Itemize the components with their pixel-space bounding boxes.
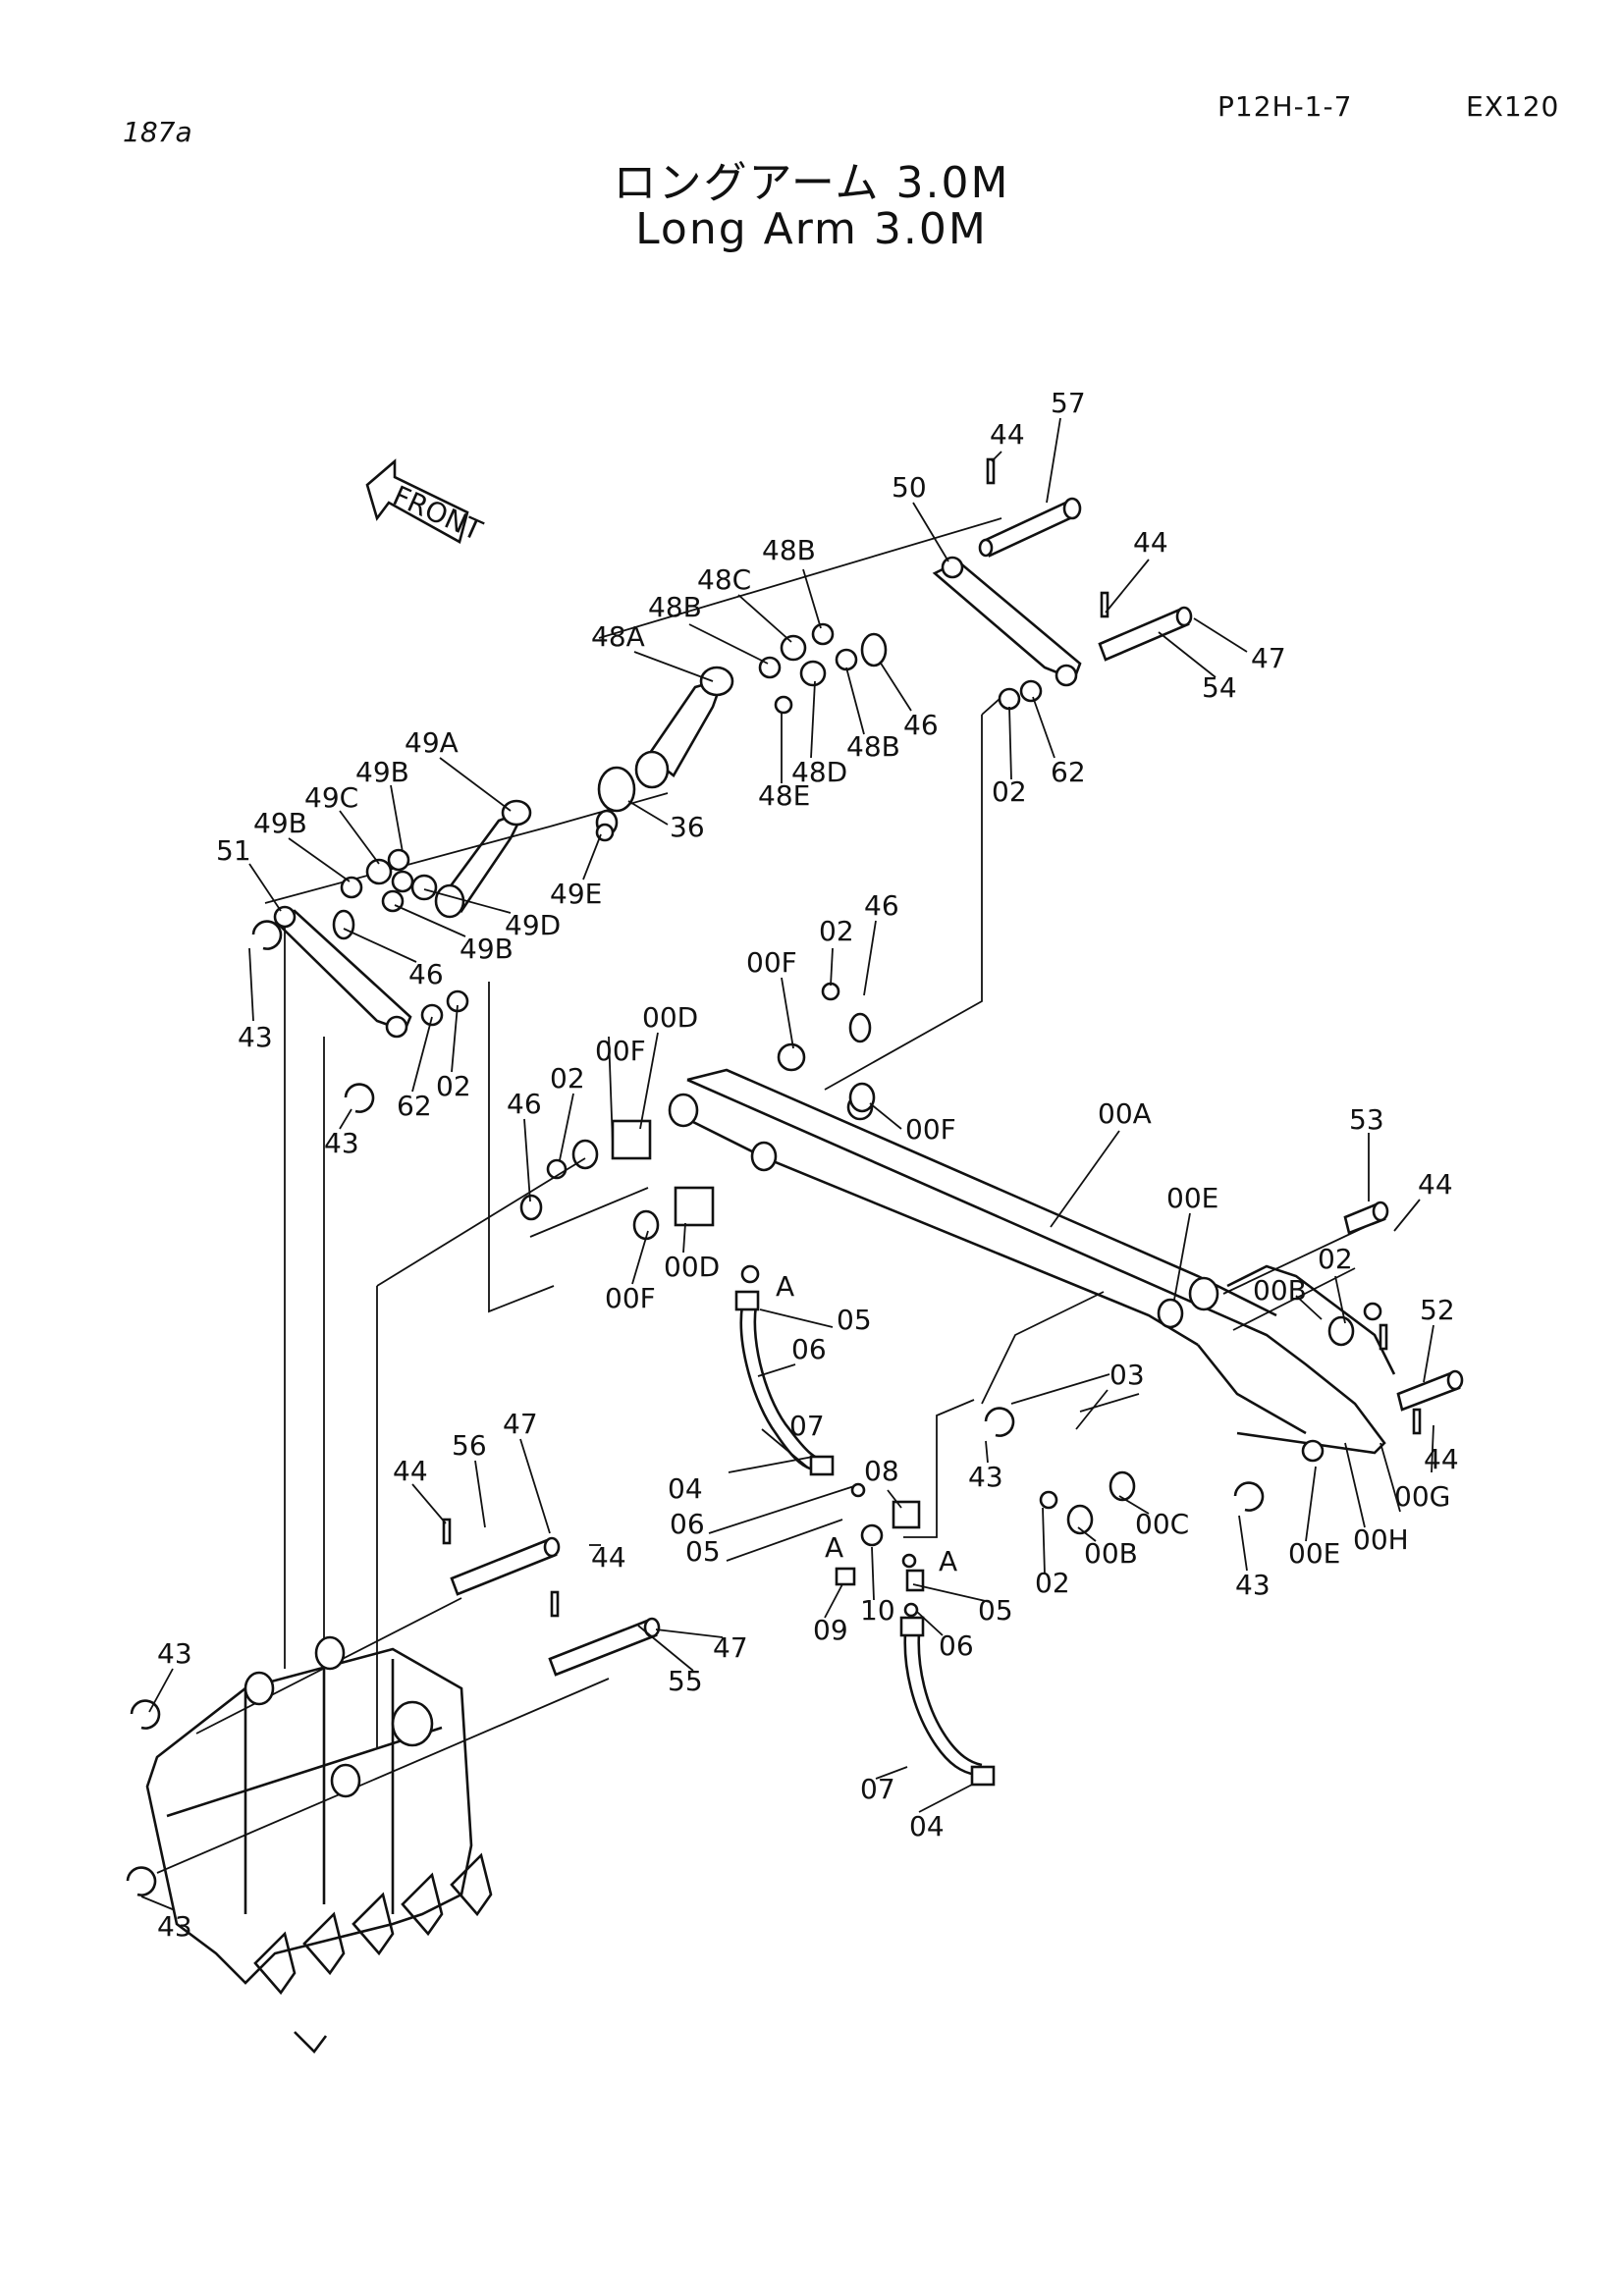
callout-label: 49A: [405, 726, 459, 759]
callout-label: 02: [819, 915, 854, 947]
callout-label: 10: [860, 1594, 895, 1627]
callout-label: 07: [789, 1410, 825, 1442]
callout-label: 00B: [1253, 1274, 1307, 1307]
callout-label: 48B: [846, 730, 900, 763]
callout-label: 43: [1235, 1569, 1271, 1601]
grease-hoses: [734, 1264, 996, 1787]
callout-label: 03: [1109, 1359, 1145, 1391]
callout-label: 06: [791, 1333, 827, 1365]
callout-label: 44: [591, 1541, 626, 1574]
callout-label: 05: [685, 1535, 721, 1568]
callout-label: 05: [837, 1304, 872, 1336]
callout-label: 44: [1418, 1168, 1453, 1201]
callout-label: 02: [436, 1070, 471, 1102]
page-code: P12H-1-7: [1217, 90, 1353, 123]
callout-label: 02: [550, 1062, 585, 1095]
callout-label: 05: [978, 1594, 1013, 1627]
callout-label: 44: [990, 418, 1025, 451]
title-japanese: ロングアーム 3.0M: [613, 158, 1010, 208]
main-arm: [668, 1068, 1396, 1463]
callout-label: 00C: [1135, 1508, 1189, 1540]
callout-label: 56: [452, 1429, 487, 1462]
callout-label: 44: [1133, 526, 1168, 559]
callout-label: 46: [903, 709, 939, 741]
callout-label: 08: [864, 1455, 899, 1487]
callout-label: 43: [324, 1127, 359, 1159]
title-english: Long Arm 3.0M: [635, 204, 988, 254]
callout-label: 04: [909, 1810, 945, 1842]
callout-label: 00H: [1353, 1523, 1409, 1556]
callout-label: 00D: [642, 1001, 698, 1034]
washers: [332, 622, 1043, 1027]
callout-label: 53: [1349, 1103, 1384, 1136]
front-arrow-icon: FRONT: [365, 458, 488, 548]
callout-labels: 57 44 50 48B 48C 48B 48A 44 47 54 46 48B…: [157, 387, 1459, 1943]
callout-label: 48D: [791, 756, 847, 788]
callout-label: 02: [1035, 1567, 1070, 1599]
callout-label: 62: [1051, 756, 1086, 788]
callout-label: 47: [1251, 642, 1286, 674]
callout-label: 00B: [1084, 1537, 1138, 1570]
callout-label: 49B: [253, 807, 307, 839]
callout-label: 49B: [460, 933, 514, 965]
callout-label: 06: [939, 1629, 974, 1662]
callout-label: 54: [1202, 671, 1237, 704]
assembly-lines: [284, 698, 1140, 1747]
callout-label: 43: [238, 1021, 273, 1053]
callout-label: 48A: [591, 620, 645, 653]
callout-label: 52: [1420, 1294, 1455, 1326]
bucket: [145, 1635, 493, 2054]
callout-label: 00E: [1166, 1182, 1218, 1214]
callout-label: 46: [408, 958, 444, 990]
callout-label: 49D: [505, 909, 561, 941]
callout-label: 00D: [664, 1251, 720, 1283]
callout-label: 43: [157, 1637, 192, 1670]
callout-label: 48E: [758, 779, 810, 812]
model-name: EX120: [1466, 90, 1560, 123]
callout-label: A: [776, 1270, 794, 1303]
callout-label: 49C: [304, 781, 358, 814]
callout-label: 47: [503, 1408, 538, 1440]
callout-label: 49B: [355, 756, 409, 788]
callout-label: 48C: [697, 563, 751, 596]
callout-label: 43: [968, 1461, 1003, 1493]
callout-label: 55: [668, 1665, 703, 1697]
leader-lines: [140, 417, 1434, 1911]
page-number: 187a: [123, 116, 192, 148]
callout-label: 51: [216, 834, 251, 867]
front-label: FRONT: [388, 479, 488, 547]
snap-rings: [126, 920, 1265, 1896]
bushings: [519, 982, 1382, 1535]
callout-label: 49E: [550, 878, 602, 910]
callout-label: 00G: [1394, 1480, 1450, 1513]
callout-label: 48B: [762, 534, 816, 566]
callout-label: 36: [670, 811, 705, 843]
callout-label: 44: [393, 1455, 428, 1487]
callout-label: 00E: [1288, 1537, 1340, 1570]
callout-label: 02: [992, 775, 1027, 808]
callout-label: 04: [668, 1472, 703, 1505]
callout-label: 57: [1051, 387, 1086, 419]
callout-label: 50: [892, 471, 927, 504]
callout-label: 09: [813, 1614, 848, 1646]
callout-label: 00F: [905, 1113, 956, 1146]
callout-label: 00A: [1098, 1097, 1152, 1130]
callout-label: 46: [507, 1088, 542, 1120]
callout-label: 06: [670, 1508, 705, 1540]
callout-label: 44: [1424, 1443, 1459, 1475]
callout-label: 62: [397, 1090, 432, 1122]
callout-label: 02: [1318, 1243, 1353, 1275]
callout-label: 00F: [605, 1282, 656, 1314]
callout-label: 43: [157, 1910, 192, 1943]
callout-label: A: [939, 1545, 957, 1577]
callout-label: 00F: [595, 1035, 646, 1067]
callout-label: 48B: [648, 591, 702, 623]
callout-label: 00F: [746, 946, 797, 979]
links-and-rods: [273, 556, 1082, 1039]
pins: [156, 457, 1464, 1874]
callout-label: A: [825, 1531, 843, 1564]
callout-label: 46: [864, 889, 899, 922]
